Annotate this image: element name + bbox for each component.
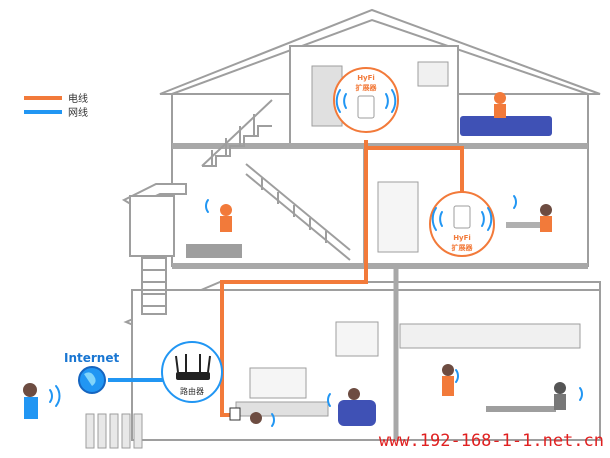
tv-stand [236, 402, 328, 416]
staircase-outdoor [142, 258, 166, 314]
person-dining [554, 382, 566, 394]
extender-top-icon [358, 96, 374, 118]
person-armchair [348, 388, 360, 400]
extender-middle-line1: HyFi [453, 234, 471, 242]
treadmill [186, 244, 242, 258]
router: 路由器 [162, 342, 222, 402]
left-wing [130, 196, 174, 256]
person-outdoor [23, 383, 37, 397]
wall-picture-ground [336, 322, 378, 356]
person-at-desk [540, 204, 552, 216]
router-icon [176, 372, 210, 380]
bed [460, 116, 552, 136]
extender-middle-line2: 扩展器 [452, 243, 474, 252]
person-kitchen [442, 364, 454, 376]
extender-top-line1: HyFi [357, 74, 375, 82]
child-on-floor [250, 412, 262, 424]
person-on-bed [494, 92, 506, 104]
wall-socket [230, 408, 240, 420]
television [250, 368, 306, 398]
internet-label: Internet [64, 351, 119, 365]
wall-picture-top [418, 62, 448, 86]
legend-network-cable-label: 网线 [68, 106, 88, 119]
extender-middle-icon [454, 206, 470, 228]
router-label: 路由器 [180, 386, 204, 396]
person-running [220, 204, 232, 216]
kitchen-cabinets [400, 324, 580, 348]
extender-top-line2: 扩展器 [356, 83, 378, 92]
internet-globe: Internet [64, 351, 119, 393]
extender-middle: HyFi 扩展器 [430, 192, 494, 256]
legend: 电线 网线 [24, 92, 88, 119]
watermark-text: www.192-168-1-1.net.cn [379, 431, 604, 451]
armchair [338, 400, 376, 426]
bookshelf [378, 182, 418, 252]
dining-table [486, 406, 556, 412]
fence [86, 414, 142, 448]
legend-power-line-label: 电线 [68, 92, 88, 105]
